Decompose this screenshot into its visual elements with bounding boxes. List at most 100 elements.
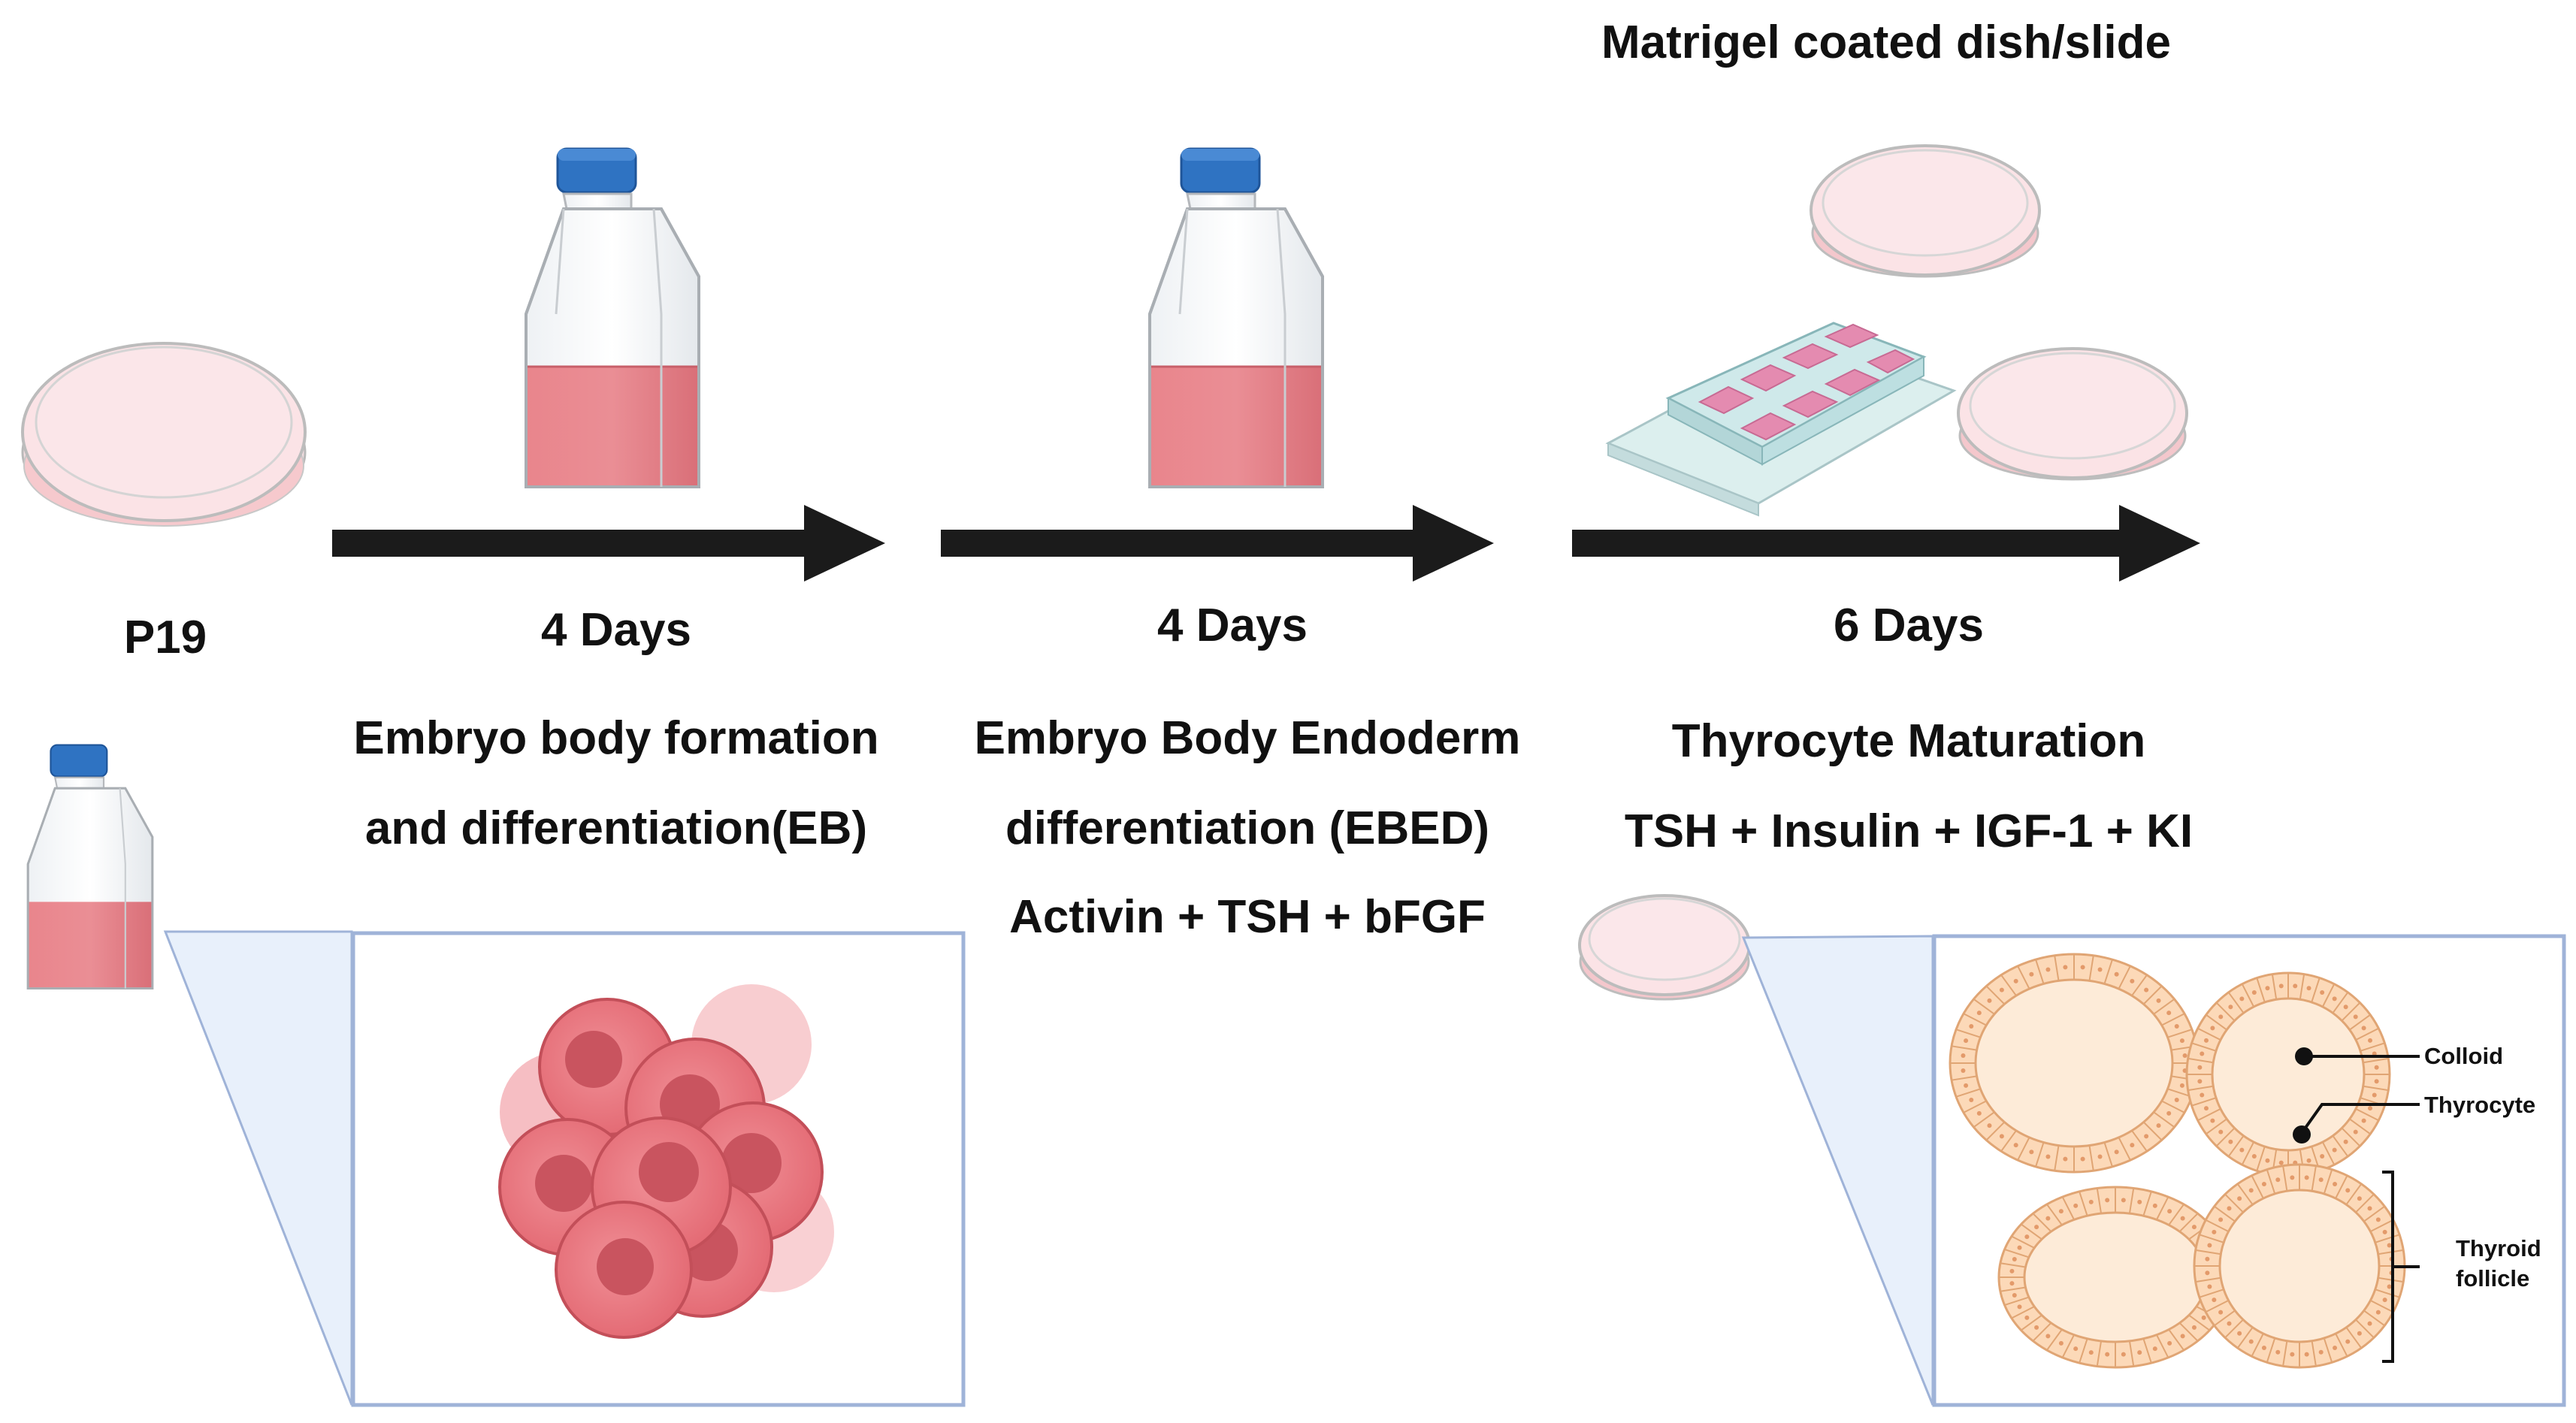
thyrocyte-nucleus — [2205, 1256, 2210, 1261]
thyrocyte-nucleus — [2017, 1245, 2022, 1250]
thyrocyte-nucleus — [2212, 1229, 2217, 1234]
thyrocyte-boundary — [2332, 992, 2349, 1014]
stage3-factors: TSH + Insulin + IGF-1 + KI — [1624, 805, 2194, 857]
thyrocyte-boundary — [2168, 1328, 2184, 1351]
thyrocyte-nucleus — [2137, 1350, 2142, 1355]
thyrocyte-nucleus — [2210, 1026, 2215, 1031]
thyrocyte-boundary — [2004, 1296, 2030, 1307]
thyrocyte-nucleus — [2114, 1150, 2119, 1155]
thyrocyte-nucleus — [2304, 1352, 2309, 1357]
thyrocyte-boundary — [1973, 1111, 1995, 1128]
thyrocyte-nucleus — [1999, 1134, 2004, 1139]
thyrocyte-boundary — [2161, 1013, 2185, 1026]
thyrocyte-nucleus — [2265, 1158, 2270, 1163]
thyrocyte-nucleus — [2382, 1298, 2387, 1303]
thyrocyte-nucleus — [2017, 1304, 2022, 1310]
thyrocyte-nucleus — [2130, 978, 2135, 983]
thyrocyte-nucleus — [2180, 1216, 2185, 1221]
thyrocyte-nucleus — [2088, 1199, 2094, 1204]
thyrocyte-nucleus — [2191, 1325, 2197, 1330]
follicle-bottom-right — [2193, 1163, 2406, 1369]
thyrocyte-nucleus — [2152, 1203, 2157, 1208]
thyrocyte-boundary — [2000, 1262, 2026, 1268]
thyrocyte-nucleus — [2343, 1005, 2348, 1010]
colloid-lumen — [2023, 1211, 2208, 1343]
thyrocyte-boundary — [2375, 1234, 2400, 1243]
thyrocyte-boundary — [2355, 1107, 2379, 1122]
thyrocyte-nucleus — [2114, 971, 2119, 977]
thyrocyte-nucleus — [2332, 1147, 2337, 1153]
thyrocyte-nucleus — [2306, 986, 2311, 991]
thyrocyte-nucleus — [2073, 1203, 2079, 1208]
follicle-top-right — [2185, 971, 2391, 1177]
thyrocyte-boundary — [2311, 977, 2321, 1003]
thyrocyte-boundary — [2215, 1002, 2236, 1022]
thyrocyte-nucleus — [2174, 1024, 2179, 1029]
thyrocyte-boundary — [2224, 1319, 2244, 1339]
thyrocyte-nucleus — [2152, 1346, 2157, 1352]
thyrocyte-boundary — [2335, 1333, 2348, 1357]
thyrocyte-nucleus — [2137, 1199, 2142, 1204]
arrow-stage1 — [332, 505, 885, 582]
thyrocyte-boundary — [2167, 1029, 2193, 1038]
thyrocyte-nucleus — [2293, 983, 2298, 989]
thyrocyte-nucleus — [2368, 1106, 2373, 1111]
thyrocyte-nucleus — [2024, 1315, 2030, 1320]
thyrocyte-nucleus — [2166, 1011, 2172, 1016]
thyrocyte-boundary — [2195, 1276, 2221, 1283]
thyrocyte-boundary — [2214, 1310, 2236, 1327]
thyrocyte-nucleus — [2174, 1097, 2179, 1102]
thyrocyte-nucleus — [2058, 1340, 2064, 1346]
thyrocyte-nucleus — [2200, 1092, 2205, 1098]
thyrocyte-boundary — [2197, 1107, 2221, 1122]
thyrocyte-nucleus — [2368, 1038, 2373, 1043]
thyrocyte-nucleus — [2130, 1143, 2135, 1148]
thyrocyte-boundary — [2061, 1334, 2075, 1358]
thyrocyte-nucleus — [2063, 965, 2068, 970]
thyrocyte-nucleus — [2332, 996, 2337, 1002]
stage1-title-line1: Embryo body formation — [353, 712, 879, 764]
thyrocyte-boundary — [2341, 1002, 2361, 1022]
thyrocyte-nucleus — [2073, 1346, 2079, 1352]
thyrocyte-nucleus — [2345, 1339, 2351, 1344]
thyrocyte-boundary — [2131, 1130, 2148, 1152]
stage2-title-line1: Embryo Body Endoderm — [974, 712, 1521, 764]
thyrocyte-nucleus — [2156, 1123, 2161, 1128]
thyrocyte-nucleus — [2009, 1281, 2015, 1286]
thyrocyte-nucleus — [1964, 1083, 1969, 1088]
thyrocyte-boundary — [2079, 1191, 2088, 1216]
thyrocyte-nucleus — [2278, 1160, 2284, 1165]
thyrocyte-nucleus — [2045, 1216, 2051, 1221]
thyrocyte-boundary — [2035, 959, 2045, 984]
thyrocyte-nucleus — [2144, 1134, 2149, 1139]
thyrocyte-nucleus — [1987, 998, 1992, 1003]
thyrocyte-boundary — [2096, 1340, 2103, 1367]
thyrocyte-boundary — [2227, 1135, 2245, 1157]
thyrocyte-boundary — [2096, 1188, 2103, 1214]
thyrocyte-nucleus — [2029, 971, 2034, 977]
thyrocyte-nucleus — [2228, 1005, 2233, 1010]
thyrocyte-nucleus — [2144, 987, 2149, 992]
thyrocyte-boundary — [1951, 1075, 1977, 1081]
thyrocyte-nucleus — [2333, 1181, 2338, 1186]
thyrocyte-nucleus — [2248, 1188, 2254, 1193]
thyrocyte-nucleus — [2218, 1129, 2224, 1134]
thyrocyte-nucleus — [2343, 1139, 2348, 1144]
thyrocyte-boundary — [2197, 1027, 2221, 1041]
thyrocyte-boundary — [2000, 974, 2017, 996]
thyrocyte-boundary — [2335, 1175, 2348, 1199]
thyrocyte-boundary — [2142, 1338, 2152, 1364]
thyrocyte-nucleus — [2097, 967, 2103, 972]
thyrocyte-boundary — [2156, 1334, 2169, 1358]
thyrocyte-nucleus — [2156, 998, 2161, 1003]
thyrocyte-nucleus — [2212, 1298, 2217, 1303]
thyrocyte-marker — [2293, 1125, 2311, 1144]
zoom-panel-embryoid-body — [163, 930, 966, 1407]
thyrocyte-boundary — [2142, 1121, 2163, 1141]
thyrocyte-nucleus — [2367, 1321, 2372, 1326]
thyrocyte-nucleus — [2180, 1334, 2185, 1339]
thyrocyte-nucleus — [2375, 1217, 2381, 1222]
thyrocyte-nucleus — [2080, 1156, 2085, 1162]
thyrocyte-boundary — [2088, 955, 2094, 981]
thyrocyte-boundary — [2271, 974, 2278, 1000]
